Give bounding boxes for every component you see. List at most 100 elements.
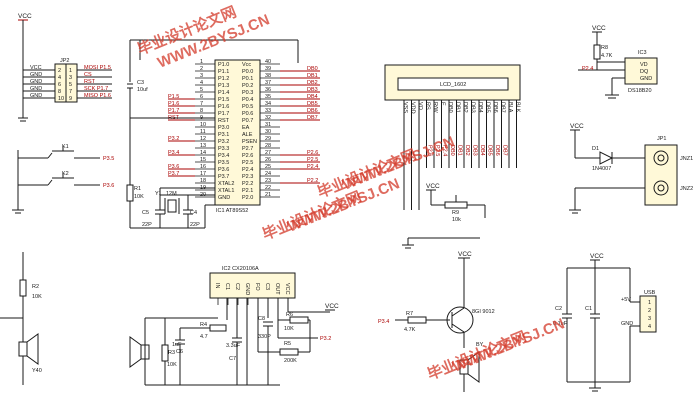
mcu-pin-number: 4: [200, 80, 203, 86]
lcd-pin-name: DB5: [485, 102, 491, 113]
lcd-pin-net: DB1: [457, 145, 463, 156]
mcu-left-net: P1.7: [168, 108, 179, 114]
lcd-pin-name: R/W: [432, 102, 438, 114]
jp2-right-net: RST: [84, 79, 96, 85]
mcu-pin-number: 2: [200, 66, 203, 72]
c3-capacitor: C3 10uf: [127, 80, 215, 185]
mcu-pin-name: P2.4: [242, 167, 253, 173]
speaker1-ref: Y40: [32, 368, 42, 374]
jp2-ref: JP2: [60, 58, 69, 64]
mcu-pin-name: P2.0: [242, 195, 253, 201]
c8-ref: C8: [258, 316, 265, 322]
mcu-right-net: DB6: [307, 108, 318, 114]
lcd-pin-name: DB1: [455, 102, 461, 113]
mcu-pin-number: 23: [265, 178, 271, 184]
mcu-pin-name: GND: [218, 195, 230, 201]
ic3-net: P2.4: [582, 66, 593, 72]
mcu-pin-number: 40: [265, 59, 271, 65]
mcu-right-net: DB3: [307, 87, 318, 93]
watermark-text: WWW.2BYSJ.CN: [450, 315, 567, 375]
c8-value: 330P: [258, 334, 271, 340]
ic2-pin-name: C1: [224, 283, 230, 290]
ic2-pin-name: GND: [244, 283, 250, 295]
lcd-pin-net: DB0: [449, 145, 455, 156]
r5-ref: R5: [284, 341, 291, 347]
jp2-right-net: MOSI P1.5: [84, 65, 111, 71]
mcu-pin-number: 1: [200, 59, 203, 65]
k1-button: K1 P3.5: [18, 144, 114, 162]
ic2-pin-name: VCC: [284, 283, 290, 295]
r2-ref: R2: [32, 284, 39, 290]
mcu-left-net: P3.7: [168, 171, 179, 177]
mcu-right-net: DB2: [307, 80, 318, 86]
mcu-pin-number: 3: [200, 73, 203, 79]
jp1-jnz1: JNZ1: [680, 156, 693, 162]
ic3-ds18b20: VCC R8 4.7K P2.4 IC3 VD DQ GND DS18B20: [578, 25, 658, 99]
r5-value: 200K: [284, 358, 297, 364]
vcc-label-ic2: VCC: [325, 303, 339, 310]
mcu-pin-name: P2.1: [242, 188, 253, 194]
mcu-pin-name: P1.5: [218, 97, 229, 103]
mcu-pin-name: P2.7: [242, 146, 253, 152]
mcu-pin-number: 27: [265, 150, 271, 156]
r3-value: 10K: [167, 362, 177, 368]
jp2-pin-number: 5: [69, 82, 72, 88]
c5-capacitor: C5 22P: [142, 209, 165, 228]
r6-value: 10K: [284, 326, 294, 332]
ic2-ref: IC2 CX20106A: [222, 266, 259, 272]
mcu-pin-number: 29: [265, 136, 271, 142]
mcu-pin-number: 33: [265, 108, 271, 114]
mcu-right-net: P2.4: [307, 164, 318, 170]
usb-pin-label: +5V: [621, 297, 631, 303]
mcu-pin-number: 30: [265, 129, 271, 135]
k2-ref: K2: [62, 171, 69, 177]
mcu-left-net: P1.5: [168, 94, 179, 100]
mcu-pin-name: P1.6: [218, 104, 229, 110]
mcu-pin-name: P3.2: [218, 139, 229, 145]
mcu-pin-number: 5: [200, 87, 203, 93]
jp2-pin-number: 8: [58, 89, 61, 95]
c4-capacitor: C4 22P: [130, 204, 215, 229]
mcu-pin-name: XTAL1: [218, 188, 234, 194]
mcu-pin-name: P3.5: [218, 160, 229, 166]
c6-ref: C6: [176, 349, 183, 355]
vcc-label-jp1: VCC: [570, 123, 584, 130]
mcu-pin-name: P1.3: [218, 83, 229, 89]
mcu-pin-number: 39: [265, 66, 271, 72]
mcu-pin-name: RST: [218, 118, 230, 124]
mcu-pin-number: 8: [200, 108, 203, 114]
vcc-label-usb: VCC: [590, 253, 604, 260]
mcu-pin-number: 25: [265, 164, 271, 170]
lcd-pin-name: DB4: [477, 102, 483, 113]
mcu-pin-name: P0.2: [242, 83, 253, 89]
r3-ref: R3: [168, 350, 175, 356]
jp1-jnz2: JNZ2: [680, 186, 693, 192]
r1-ref: R1: [134, 186, 141, 192]
q1-name: 8GI 9012: [472, 309, 495, 315]
jp2-left-net: GND: [30, 86, 42, 92]
jp2-pin-number: 3: [69, 75, 72, 81]
lcd-pin-name: DB6: [492, 102, 498, 113]
mcu-pin-number: 6: [200, 94, 203, 100]
buzzer-driver: P3.4 R7 4.7K 8GI 9012 VCC BY: [378, 251, 495, 392]
mcu-left-net: P3.6: [168, 164, 179, 170]
c1-ref: C1: [585, 306, 592, 312]
r8-value: 4.7K: [601, 53, 613, 59]
ic3-pin-gnd: GND: [640, 76, 652, 82]
ic2-pin-name: C2: [234, 283, 240, 290]
usb-pin-number: 1: [648, 300, 651, 306]
lcd-pin-name: DB3: [470, 102, 476, 113]
mcu-pin-name: P1.4: [218, 90, 229, 96]
mcu-pin-name: P0.7: [242, 118, 253, 124]
d1-value: 1N4007: [592, 166, 611, 172]
lcd-pin-net: DB7: [502, 145, 508, 156]
c6-value: 1uF: [172, 342, 182, 348]
vcc-label-ic3: VCC: [592, 25, 606, 32]
mcu-right-net: DB5: [307, 101, 318, 107]
ic2-out-net: P3.2: [320, 336, 331, 342]
c5-ref: C5: [142, 210, 149, 216]
